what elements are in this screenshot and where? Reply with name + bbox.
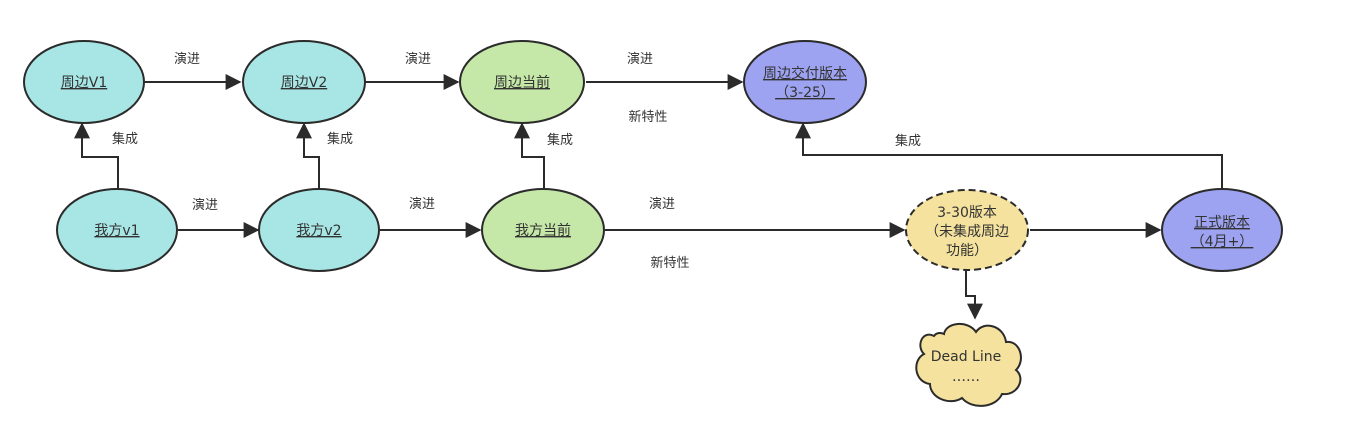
edges — [74, 74, 1223, 320]
label-evolve-top-3: 演进 — [627, 51, 653, 67]
label-integrate-2: 集成 — [327, 131, 353, 147]
label-new-feature-bottom: 新特性 — [650, 255, 689, 271]
node-ours-current[interactable]: 我方当前 — [481, 188, 605, 272]
node-zhoubian-current-label: 周边当前 — [494, 74, 550, 91]
label-evolve-bottom-2: 演进 — [409, 196, 435, 212]
nodes: 周边V1 周边V2 周边当前 周边交付版本 （3-25） 我方v1 我方v2 我… — [23, 40, 1283, 407]
node-zhoubian-v2[interactable]: 周边V2 — [242, 40, 366, 124]
node-deadline-line-1: Dead Line — [931, 349, 1002, 365]
label-evolve-top-1: 演进 — [174, 51, 200, 67]
edge-labels: 演进 演进 演进 新特性 集成 集成 集成 演进 演进 演进 新特性 集成 — [112, 51, 921, 271]
node-official[interactable]: 正式版本 （4月+） — [1161, 188, 1283, 272]
node-ours-v1-label: 我方v1 — [94, 223, 139, 239]
node-version-330[interactable]: 3-30版本 （未集成周边 功能） — [905, 189, 1029, 271]
label-evolve-top-2: 演进 — [405, 51, 431, 67]
edge-ours-v2-integrate — [296, 122, 320, 190]
node-deadline-line-2: …… — [952, 369, 980, 385]
node-ours-v2-label: 我方v2 — [296, 223, 341, 239]
label-integrate-3: 集成 — [547, 132, 573, 148]
label-integrate-official: 集成 — [895, 133, 921, 149]
node-deadline[interactable]: Dead Line …… — [915, 323, 1022, 407]
label-evolve-bottom-3: 演进 — [649, 196, 675, 212]
node-official-line-2: （4月+） — [1191, 234, 1254, 250]
label-new-feature-top: 新特性 — [628, 109, 667, 125]
node-zhoubian-v2-label: 周边V2 — [281, 75, 327, 91]
edge-330-to-deadline — [965, 270, 983, 320]
edge-ours-v1-integrate — [74, 122, 119, 190]
node-official-line-1: 正式版本 — [1194, 215, 1250, 231]
node-zhoubian-delivery-line-2: （3-25） — [775, 85, 835, 101]
node-ours-v1[interactable]: 我方v1 — [56, 188, 178, 272]
node-zhoubian-v1[interactable]: 周边V1 — [23, 40, 145, 124]
node-version-330-line-3: 功能） — [946, 243, 988, 259]
node-zhoubian-delivery-line-1: 周边交付版本 — [763, 65, 847, 82]
cloud-shape — [915, 323, 1022, 407]
edge-official-integrate-delivery — [795, 122, 1223, 188]
label-integrate-1: 集成 — [112, 131, 138, 147]
node-zhoubian-delivery[interactable]: 周边交付版本 （3-25） — [743, 40, 867, 124]
node-ours-current-label: 我方当前 — [515, 222, 571, 239]
node-version-330-line-1: 3-30版本 — [937, 205, 997, 221]
node-zhoubian-current[interactable]: 周边当前 — [459, 40, 585, 124]
label-evolve-bottom-1: 演进 — [192, 197, 218, 213]
node-ours-v2[interactable]: 我方v2 — [258, 188, 380, 272]
node-zhoubian-v1-label: 周边V1 — [61, 75, 107, 91]
edge-ours-current-integrate — [514, 122, 545, 189]
node-version-330-line-2: （未集成周边 — [925, 223, 1009, 240]
